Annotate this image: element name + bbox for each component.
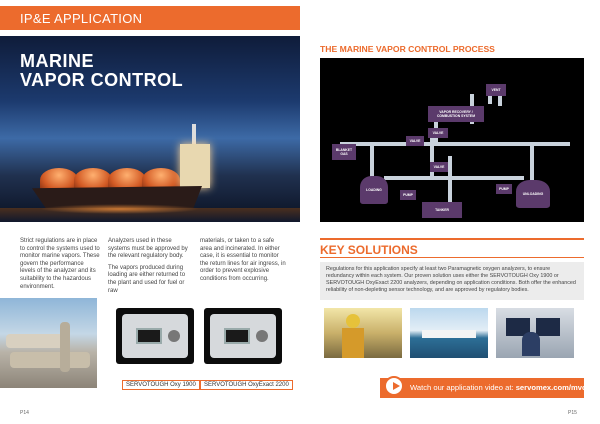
node-tanker: TANKER bbox=[422, 202, 462, 218]
vessel-photo bbox=[410, 308, 488, 358]
pipe bbox=[370, 146, 374, 186]
intro-column-3: materials, or taken to a safe area and i… bbox=[200, 238, 286, 284]
pipe bbox=[6, 334, 70, 348]
divider bbox=[320, 238, 584, 240]
node-valve: VALVE bbox=[428, 128, 448, 138]
intro-paragraph: The vapors produced during loading are e… bbox=[108, 264, 186, 294]
intro-column-2: Analyzers used in these systems must be … bbox=[108, 238, 192, 295]
analyzer-knob bbox=[256, 330, 268, 342]
video-url-link[interactable]: servomex.com/mvc bbox=[515, 383, 587, 392]
analyzer-screen bbox=[224, 328, 250, 344]
control-room-photo bbox=[496, 308, 574, 358]
pipe bbox=[448, 156, 452, 202]
video-text[interactable]: Watch our application video at: servomex… bbox=[410, 383, 586, 392]
process-title: THE MARINE VAPOR CONTROL PROCESS bbox=[320, 44, 495, 54]
water-reflection bbox=[40, 204, 200, 214]
pipe bbox=[340, 142, 570, 146]
video-prefix: Watch our application video at: bbox=[410, 383, 514, 392]
analyzer-body bbox=[122, 314, 188, 358]
plant-photo bbox=[0, 298, 97, 388]
pipe bbox=[60, 322, 70, 372]
divider bbox=[320, 257, 584, 258]
page-number-left: P14 bbox=[20, 410, 29, 416]
engineer-photo bbox=[324, 308, 402, 358]
video-banner[interactable] bbox=[380, 378, 584, 398]
hero-title-line1: MARINE bbox=[20, 51, 94, 71]
operator bbox=[522, 332, 540, 356]
key-solutions-text: Regulations for this application specify… bbox=[320, 262, 584, 300]
pipe bbox=[10, 352, 90, 368]
node-vapor-recovery: VAPOR RECOVERY / COMBUSTION SYSTEM bbox=[428, 106, 484, 122]
play-icon bbox=[393, 382, 400, 390]
page-number-right: P15 bbox=[568, 410, 577, 416]
intro-paragraph: Strict regulations are in place to contr… bbox=[20, 238, 100, 290]
application-label: IP&E APPLICATION bbox=[20, 11, 143, 26]
ship-bridge bbox=[180, 144, 210, 188]
intro-paragraph: materials, or taken to a safe area and i… bbox=[200, 238, 286, 282]
intro-paragraph: Analyzers used in these systems must be … bbox=[108, 238, 188, 260]
vessel bbox=[422, 330, 476, 338]
node-valve: VALVE bbox=[430, 162, 448, 172]
product-label-1: SERVOTOUGH Oxy 1900 bbox=[122, 380, 200, 390]
play-button[interactable] bbox=[384, 376, 404, 396]
hard-hat bbox=[346, 314, 360, 328]
node-unloading: UNLOADING bbox=[516, 180, 550, 208]
analyzer-photo-2 bbox=[204, 308, 282, 364]
monitor bbox=[506, 318, 530, 336]
monitor bbox=[536, 318, 560, 336]
node-blanket-gas: BLANKET GAS bbox=[332, 144, 356, 160]
header-banner: IP&E APPLICATION bbox=[0, 0, 600, 34]
pipe bbox=[384, 176, 524, 180]
hero-image: MARINE VAPOR CONTROL bbox=[0, 36, 300, 222]
product-label-2: SERVOTOUGH OxyExact 2200 bbox=[200, 380, 293, 390]
analyzer-body bbox=[210, 314, 276, 358]
banner-right bbox=[300, 6, 600, 30]
key-solutions-title: KEY SOLUTIONS bbox=[320, 243, 418, 257]
intro-column-1: Strict regulations are in place to contr… bbox=[20, 238, 100, 291]
node-pump: PUMP bbox=[496, 184, 512, 194]
analyzer-knob bbox=[168, 330, 180, 342]
ship-hull bbox=[32, 186, 202, 208]
hero-title-line2: VAPOR CONTROL bbox=[20, 70, 184, 90]
analyzer-screen bbox=[136, 328, 162, 344]
node-loading: LOADING bbox=[360, 176, 388, 204]
pipe bbox=[488, 94, 492, 104]
pipe bbox=[530, 146, 534, 180]
node-pump: PUMP bbox=[400, 190, 416, 200]
pipe bbox=[430, 134, 434, 180]
hero-title: MARINE VAPOR CONTROL bbox=[20, 52, 183, 90]
worker bbox=[342, 328, 364, 358]
key-solutions-paragraph: Regulations for this application specify… bbox=[326, 266, 576, 293]
application-tag: IP&E APPLICATION bbox=[0, 6, 300, 30]
analyzer-photo-1 bbox=[116, 308, 194, 364]
node-valve: VALVE bbox=[406, 136, 424, 146]
ship-mast bbox=[192, 124, 196, 146]
node-vent: VENT bbox=[486, 84, 506, 96]
process-diagram: VENT VAPOR RECOVERY / COMBUSTION SYSTEM … bbox=[320, 58, 584, 222]
